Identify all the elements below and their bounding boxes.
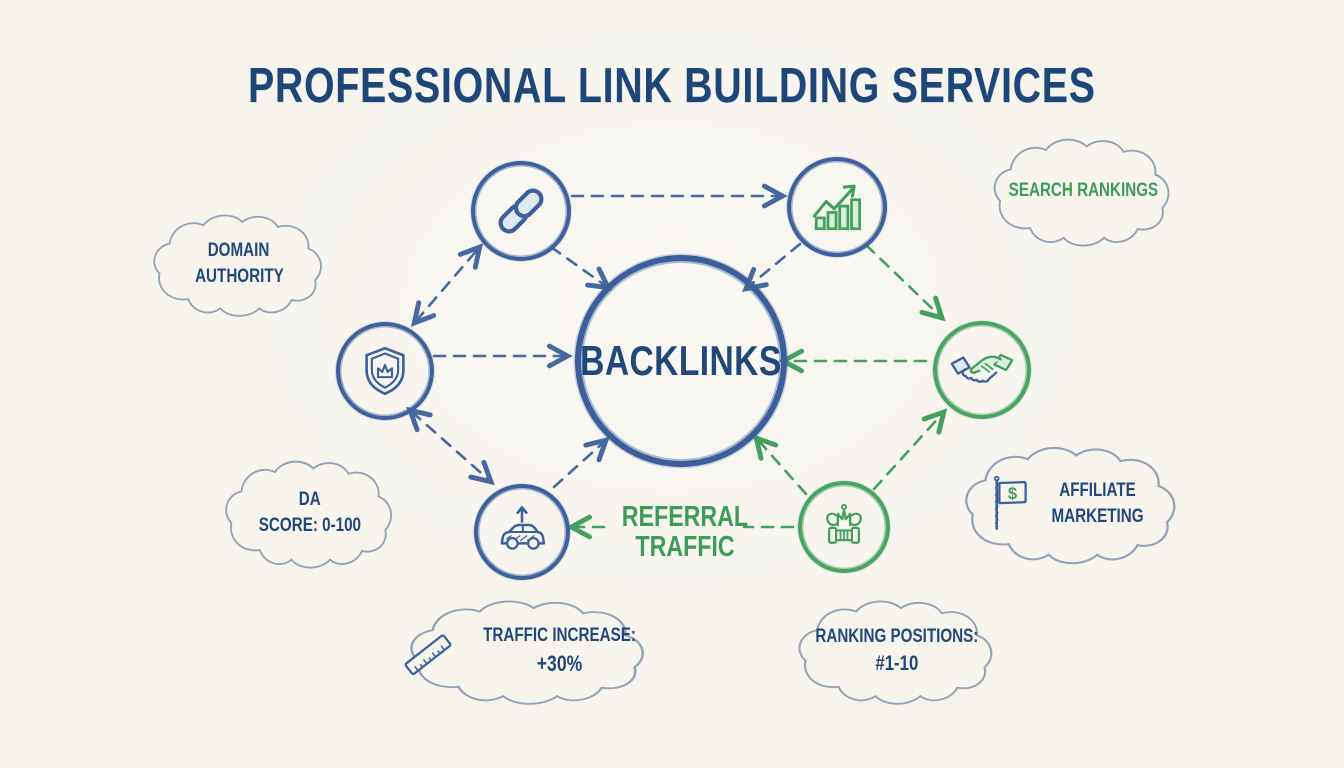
cloud-label-line: AUTHORITY (194, 266, 284, 287)
cloud-outline (153, 214, 322, 317)
cloud-label-line: MARKETING (1051, 506, 1145, 527)
arrow-chart-to-backlinks (742, 242, 802, 292)
crown-throne-icon (826, 503, 862, 544)
referral-traffic-line2: TRAFFIC (635, 531, 735, 564)
car-up-arrow-icon (500, 506, 546, 550)
handshake-icon (950, 353, 1014, 383)
arrow-crown-to-backlinks (752, 434, 808, 496)
cloud-search-rankings: SEARCH RANKINGS (986, 136, 1180, 250)
cloud-traffic-increase: TRAFFIC INCREASE: +30% (400, 598, 658, 708)
car-traffic-node (474, 484, 570, 580)
svg-text:$: $ (1008, 484, 1017, 503)
referral-traffic-line1: REFERRAL (621, 501, 749, 533)
referral-traffic-label: REFERRAL TRAFFIC (580, 502, 790, 563)
cloud-label-line: +30% (537, 650, 583, 676)
cloud-label-line: DOMAIN (208, 240, 270, 262)
cloud-label-line: TRAFFIC INCREASE: (483, 625, 637, 647)
cloud-label-line: SEARCH RANKINGS (1008, 180, 1158, 202)
cloud-outline (993, 138, 1170, 247)
handshake-node (933, 321, 1031, 419)
cloud-outline (225, 460, 393, 569)
cloud-outline (410, 600, 644, 705)
chain-link-icon (498, 188, 544, 234)
page-title: PROFESSIONAL LINK BUILDING SERVICES (248, 59, 1096, 113)
backlinks-label: BACKLINKS (580, 337, 782, 384)
arrow-chain-to-backlinks (549, 245, 613, 291)
backlinks-center-node: BACKLINKS (575, 255, 787, 467)
growth-chart-icon (812, 184, 862, 231)
chain-link-node (471, 161, 571, 261)
crown-ranking-node (798, 481, 890, 573)
cloud-label-line: SCORE: 0-100 (258, 515, 362, 536)
ruler-icon (405, 634, 452, 676)
arrow-shield-car-bidirectional (406, 406, 495, 486)
page-title-wrap: PROFESSIONAL LINK BUILDING SERVICES (0, 58, 1344, 114)
shield-crown-icon (365, 346, 405, 396)
shield-authority-node (336, 322, 434, 420)
cloud-outline (798, 600, 993, 705)
cloud-ranking-positions: RANKING POSITIONS: #1-10 (790, 598, 1004, 708)
cloud-domain-authority: DOMAIN AUTHORITY (146, 212, 332, 320)
growth-chart-node (787, 157, 887, 257)
arrow-chart-to-handshake (864, 243, 946, 322)
cloud-label-line: AFFILIATE (1059, 480, 1137, 502)
cloud-label-line: RANKING POSITIONS: (815, 626, 979, 647)
cloud-outline (965, 447, 1176, 565)
cloud-da-score: DA SCORE: 0-100 (218, 458, 402, 572)
arrow-car-to-backlinks (552, 436, 610, 489)
arrow-chain-shield-bidirectional (410, 243, 484, 327)
cloud-affiliate-marketing: $ AFFILIATE MARKETING (956, 444, 1188, 568)
cloud-label-line: #1-10 (875, 651, 919, 675)
arrow-crown-to-handshake (872, 408, 948, 491)
dollar-flag-icon: $ (994, 475, 1028, 530)
cloud-label-line: DA (299, 489, 321, 511)
